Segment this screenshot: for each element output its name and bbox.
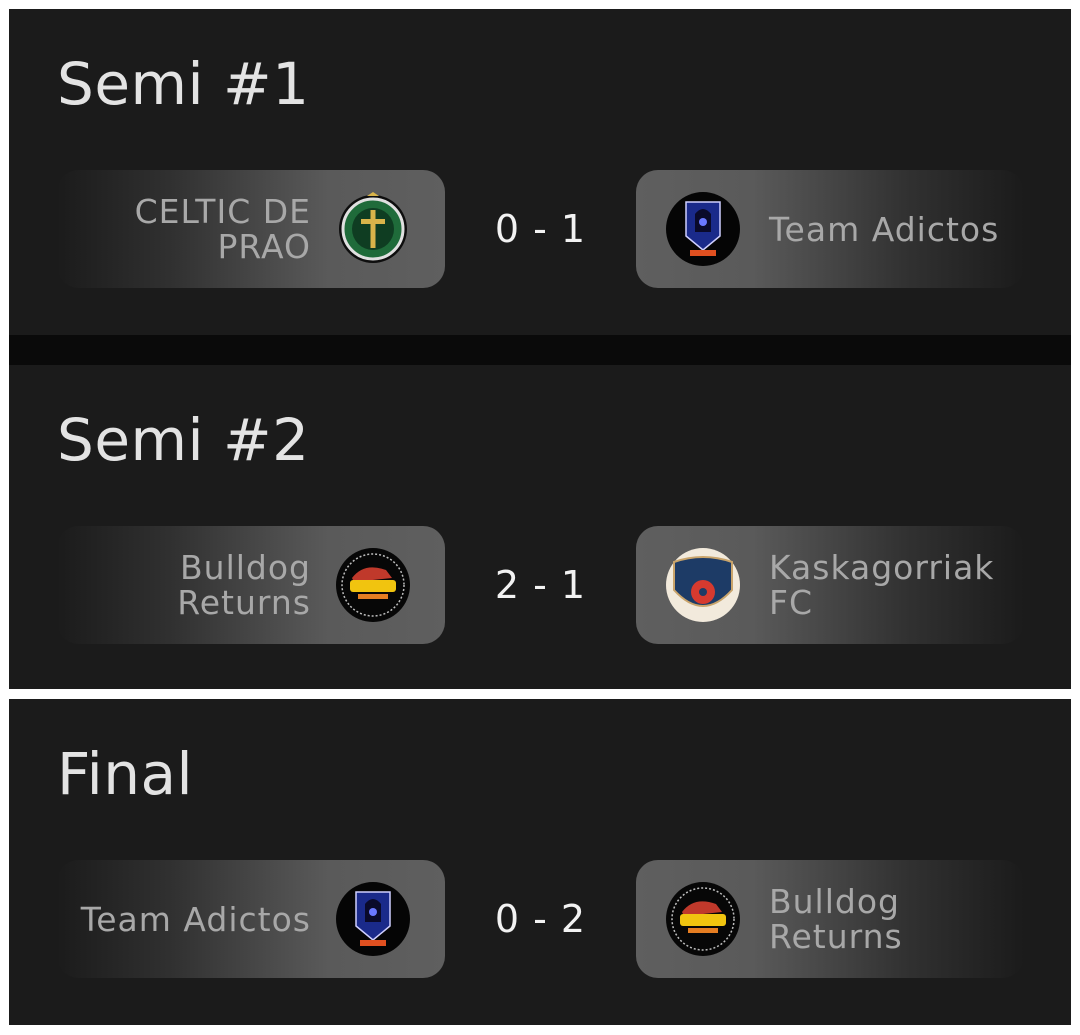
match-title: Semi #1 — [57, 50, 310, 118]
away-team-name: Team Adictos — [769, 209, 1000, 249]
match-panel-semi-2: Semi #2 Bulldog Returns 2 - 1 Kaskagorri… — [9, 365, 1071, 689]
away-team-card[interactable]: Kaskagorriak FC — [636, 526, 1024, 644]
match-score: 0 - 2 — [494, 897, 587, 941]
away-team-name: Bulldog Returns — [769, 882, 903, 956]
home-team-name: Team Adictos — [80, 899, 311, 939]
adictos-crest-icon — [336, 882, 410, 956]
kaskagorriak-crest-icon — [666, 548, 740, 622]
bulldogs-crest-icon — [336, 548, 410, 622]
bulldogs-crest-icon — [666, 882, 740, 956]
away-team-card[interactable]: Bulldog Returns — [636, 860, 1024, 978]
home-team-name: CELTIC DE PRAO — [134, 192, 311, 266]
match-title: Final — [57, 740, 194, 808]
adictos-crest-icon — [666, 192, 740, 266]
home-team-name: Bulldog Returns — [177, 548, 311, 622]
home-team-card[interactable]: Team Adictos — [57, 860, 445, 978]
away-team-name: Kaskagorriak FC — [769, 548, 995, 622]
home-team-card[interactable]: Bulldog Returns — [57, 526, 445, 644]
match-title: Semi #2 — [57, 406, 310, 474]
match-score: 0 - 1 — [494, 207, 587, 251]
away-team-card[interactable]: Team Adictos — [636, 170, 1024, 288]
celtic-crest-icon — [336, 192, 410, 266]
match-panel-semi-1: Semi #1 CELTIC DE PRAO 0 - 1 Team Adicto… — [9, 9, 1071, 335]
match-score: 2 - 1 — [494, 563, 587, 607]
match-panel-final: Final Team Adictos 0 - 2 Bulldog Returns — [9, 699, 1071, 1025]
panel-separator — [9, 335, 1071, 365]
home-team-card[interactable]: CELTIC DE PRAO — [57, 170, 445, 288]
